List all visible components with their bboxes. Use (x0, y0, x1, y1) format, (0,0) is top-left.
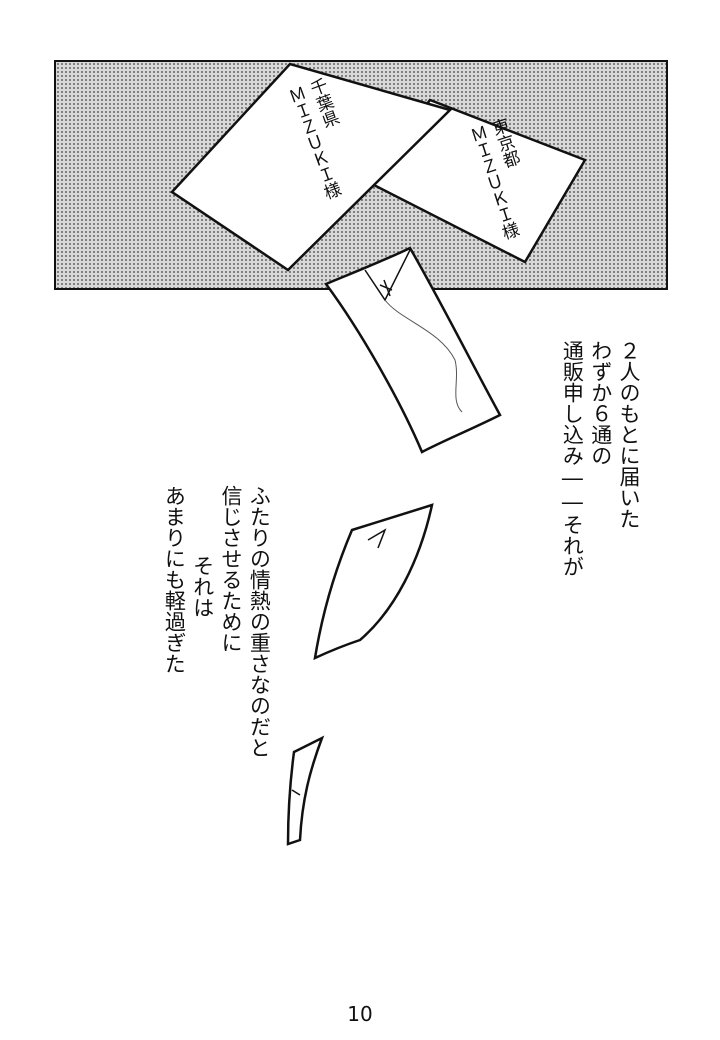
page-number: 10 (347, 1002, 373, 1026)
envelope-medium (313, 503, 434, 661)
narration-left-line: 信じさせるために (219, 485, 244, 653)
narration-right: ２人のもとに届いた わずか６通の 通販申し込み――それが (558, 340, 643, 650)
narration-left-line: あまりにも軽過ぎた (162, 485, 187, 674)
narration-right-line: ２人のもとに届いた (617, 340, 642, 529)
narration-left-line: それは (190, 555, 215, 618)
narration-left: ふたりの情熱の重さなのだと 信じさせるために それは あまりにも軽過ぎた (160, 485, 273, 805)
narration-right-line: わずか６通の (588, 340, 613, 466)
narration-left-line: ふたりの情熱の重さなのだと (247, 485, 272, 758)
envelope-small (286, 735, 325, 846)
letters-panel (54, 60, 668, 290)
narration-right-line: 通販申し込み――それが (560, 340, 585, 577)
